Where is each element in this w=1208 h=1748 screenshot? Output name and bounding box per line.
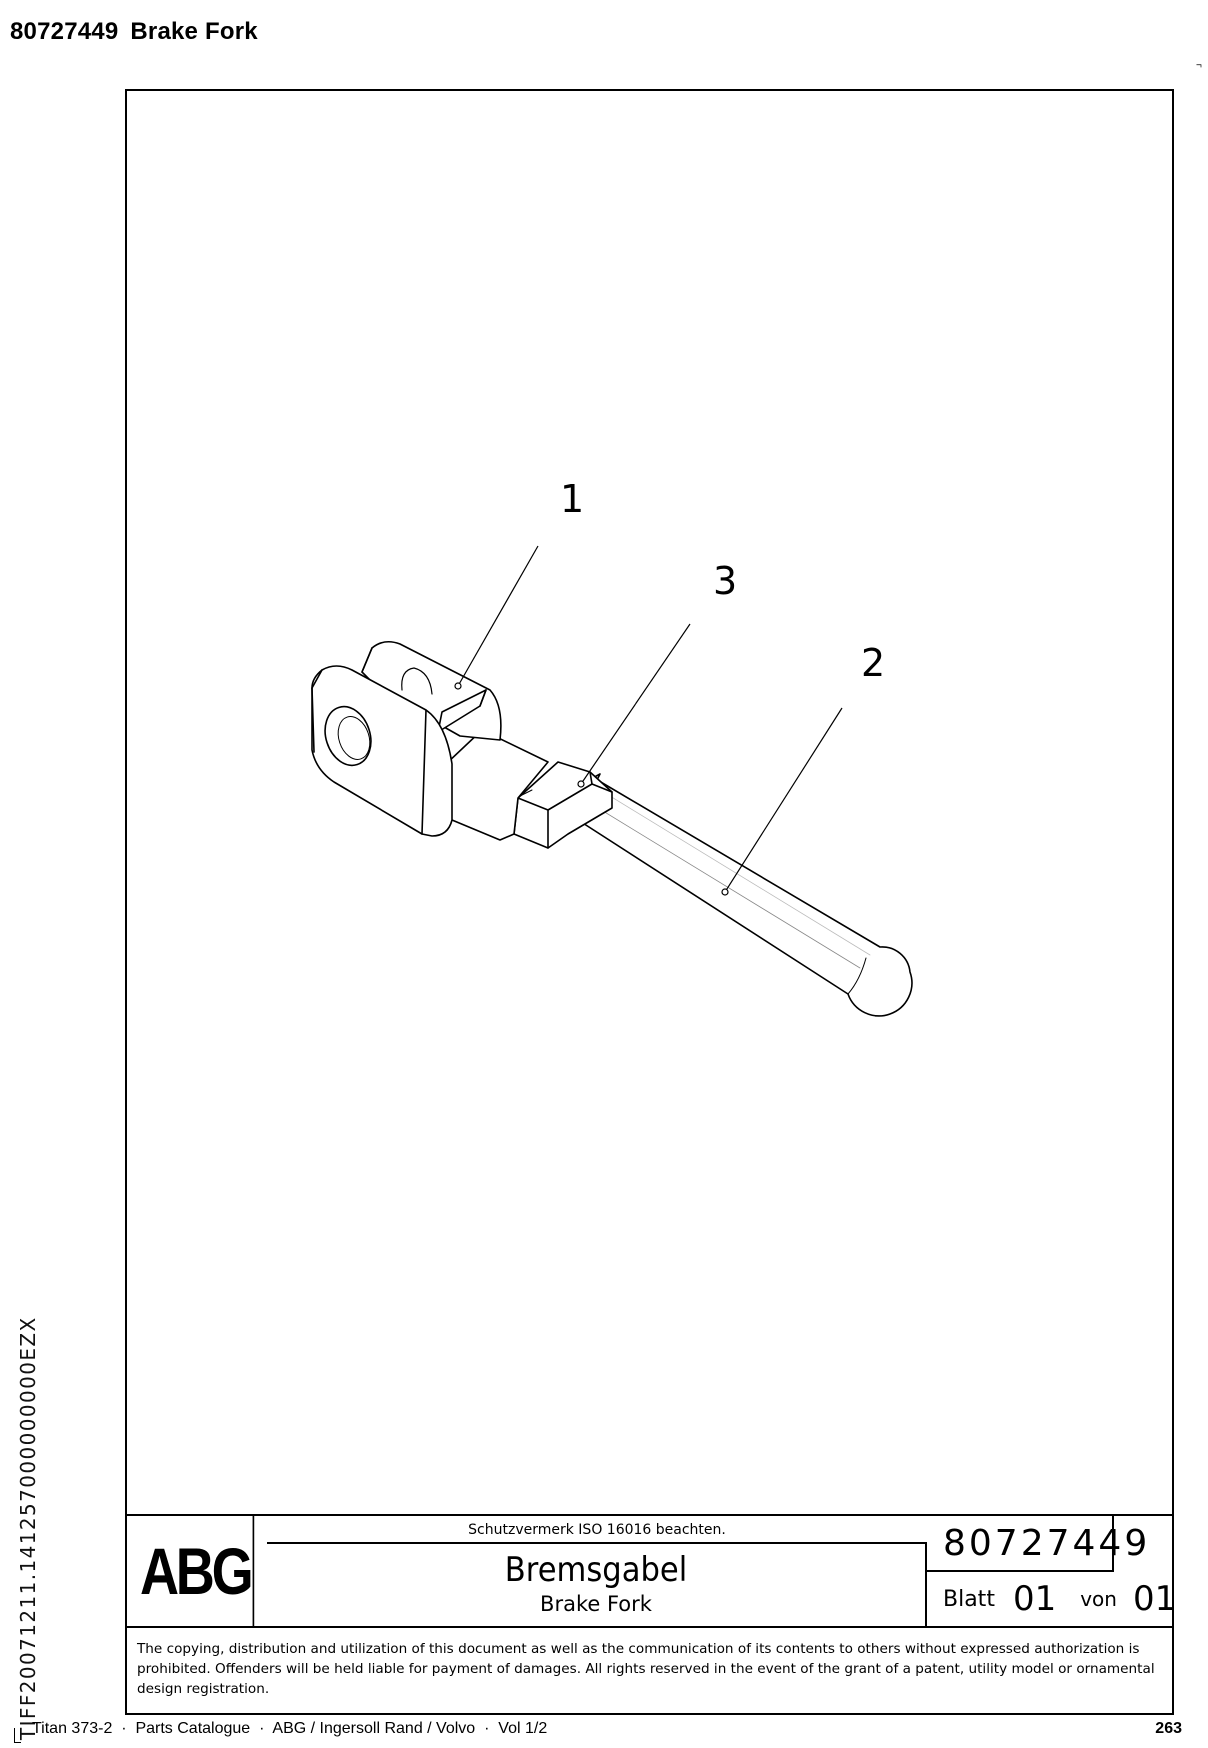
corner-mark: ¬ [1196, 60, 1202, 71]
drawing-number: 80727449 [927, 1516, 1147, 1572]
sheet-info: Blatt 01 von 01 [927, 1572, 1176, 1626]
copyright-notice: The copying, distribution and utilizatio… [137, 1641, 1155, 1697]
callout-2: 2 [861, 641, 885, 685]
drawing-title: Bremsgabel Brake Fork [267, 1544, 927, 1626]
of-label: von [1080, 1587, 1117, 1611]
fork-head-part [311, 640, 502, 837]
sheet-label: Blatt [943, 1586, 995, 1612]
page-title: 80727449 Brake Fork [10, 18, 258, 46]
page-footer: Titan 373-2 · Parts Catalogue · ABG / In… [32, 1720, 1182, 1738]
rod-part [574, 777, 913, 1017]
footer-text: Titan 373-2 · Parts Catalogue · ABG / In… [32, 1720, 548, 1737]
sheet-total: 01 [1132, 1579, 1177, 1619]
sheet-number: 01 [1012, 1579, 1057, 1619]
drawing-frame [125, 89, 1174, 1715]
corner-tick [14, 1728, 21, 1743]
hex-nut-part [513, 761, 613, 849]
leader-dots [454, 682, 729, 896]
abg-logo: ABG [138, 1516, 255, 1626]
title-english: Brake Fork [540, 1592, 652, 1616]
title-german: Bremsgabel [504, 1550, 688, 1590]
part-number: 80727449 [10, 18, 119, 45]
part-title: Brake Fork [130, 18, 258, 45]
callout-1: 1 [560, 477, 584, 521]
callout-3: 3 [713, 559, 737, 603]
title-block: ABG Schutzvermerk ISO 16016 beachten. Br… [125, 1514, 1176, 1628]
leader-lines [457, 545, 843, 893]
protection-notice: Schutzvermerk ISO 16016 beachten. [267, 1516, 927, 1544]
page-number: 263 [1155, 1720, 1182, 1737]
exploded-drawing: 1 3 2 [311, 477, 913, 1017]
